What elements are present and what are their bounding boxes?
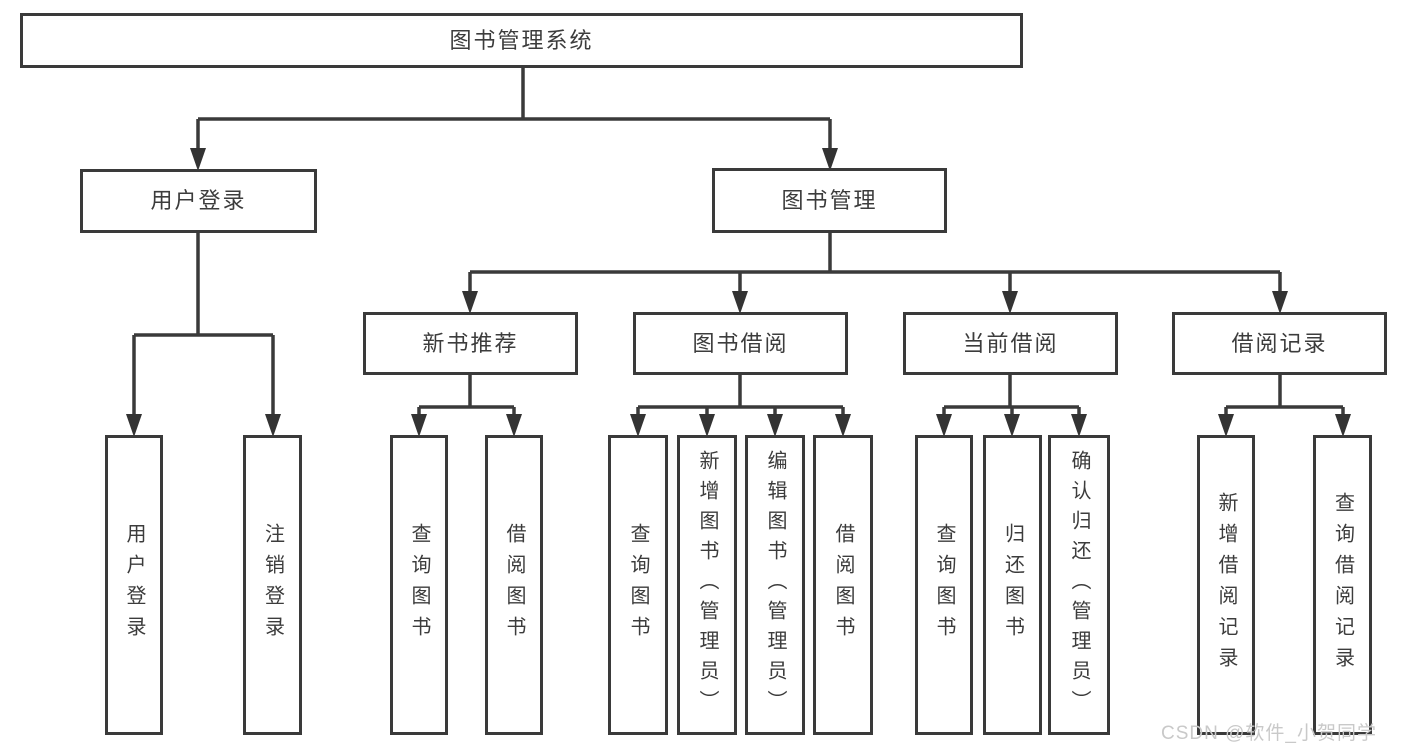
leaf-user-login: 用户登录 — [105, 435, 163, 735]
leaf-borrowing-query-books: 查询图书 — [608, 435, 668, 735]
leaf-records-query-record: 查询借阅记录 — [1313, 435, 1372, 735]
leaf-logout: 注销登录 — [243, 435, 302, 735]
node-borrow-records: 借阅记录 — [1172, 312, 1387, 375]
leaf-current-query-books: 查询图书 — [915, 435, 973, 735]
leaf-current-return-books: 归还图书 — [983, 435, 1042, 735]
leaf-borrowing-borrow-books: 借阅图书 — [813, 435, 873, 735]
leaf-newbook-query-books: 查询图书 — [390, 435, 448, 735]
leaf-current-confirm-return-admin: 确认归还（管理员） — [1048, 435, 1110, 735]
node-root-system: 图书管理系统 — [20, 13, 1023, 68]
node-book-management: 图书管理 — [712, 168, 947, 233]
leaf-records-add-record: 新增借阅记录 — [1197, 435, 1255, 735]
node-user-login: 用户登录 — [80, 169, 317, 233]
leaf-borrowing-edit-books-admin: 编辑图书（管理员） — [745, 435, 805, 735]
csdn-watermark: CSDN @软件_小贺同学 — [1161, 723, 1377, 744]
node-current-borrowing: 当前借阅 — [903, 312, 1118, 375]
arrowheads — [126, 148, 1351, 437]
leaf-borrowing-add-books-admin: 新增图书（管理员） — [677, 435, 737, 735]
node-new-book-recommend: 新书推荐 — [363, 312, 578, 375]
leaf-newbook-borrow-books: 借阅图书 — [485, 435, 543, 735]
node-book-borrowing: 图书借阅 — [633, 312, 848, 375]
